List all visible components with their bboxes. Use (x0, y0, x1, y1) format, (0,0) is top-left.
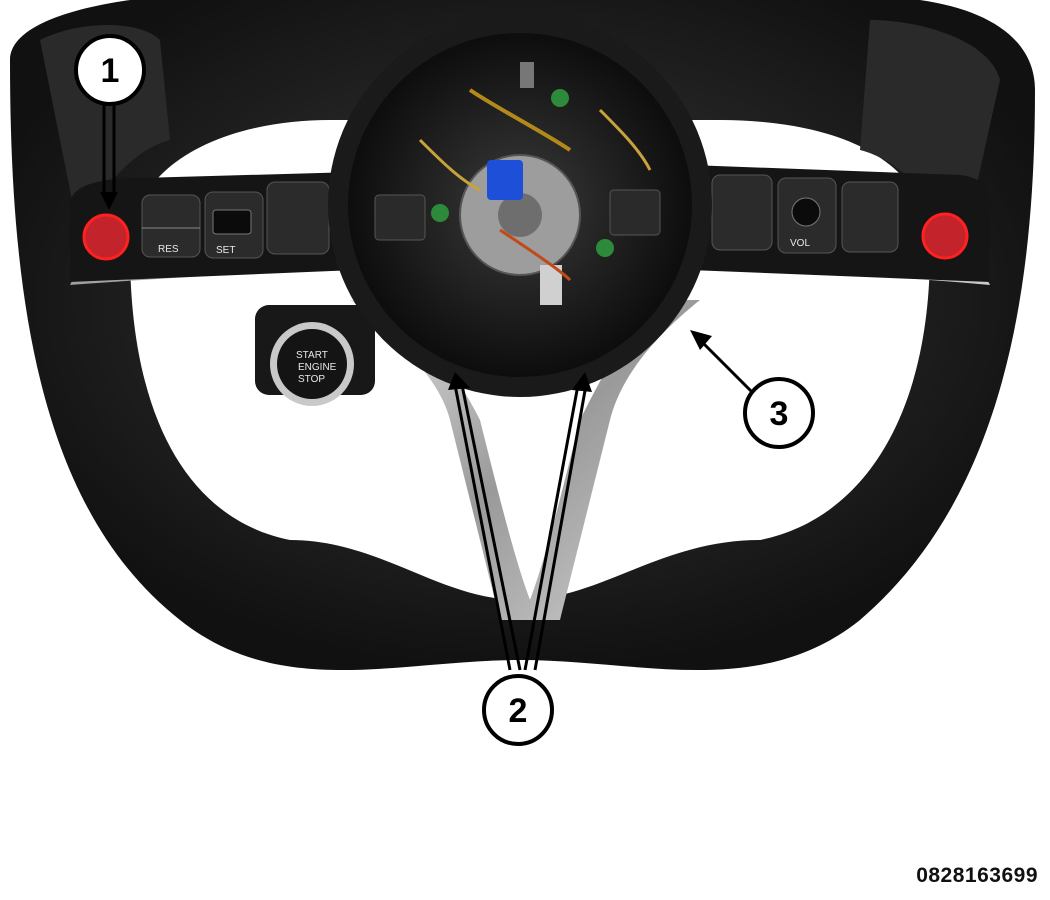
callout-2: 2 (448, 372, 592, 746)
lower-spoke (350, 300, 700, 620)
start-stop-button: START ENGINE STOP (255, 305, 375, 406)
stop-label: STOP (298, 374, 325, 385)
engine-label: ENGINE (298, 362, 337, 373)
callout-1: 1 (74, 34, 146, 210)
set-label: SET (216, 245, 235, 256)
callout-2-label: 2 (509, 692, 528, 730)
figure-id: 0828163699 (916, 864, 1038, 887)
steering-hub (328, 13, 712, 397)
vol-label: VOL (790, 238, 810, 249)
callout-1-label: 1 (101, 52, 120, 90)
audio-phone-buttons: VOL (711, 174, 899, 254)
right-marker (921, 212, 969, 260)
callout-3: 3 (690, 330, 815, 449)
cruise-buttons: RES SET (141, 181, 330, 259)
callout-3-label: 3 (770, 395, 789, 433)
res-label: RES (158, 244, 179, 255)
left-marker (82, 213, 130, 261)
start-label: START (296, 350, 328, 361)
